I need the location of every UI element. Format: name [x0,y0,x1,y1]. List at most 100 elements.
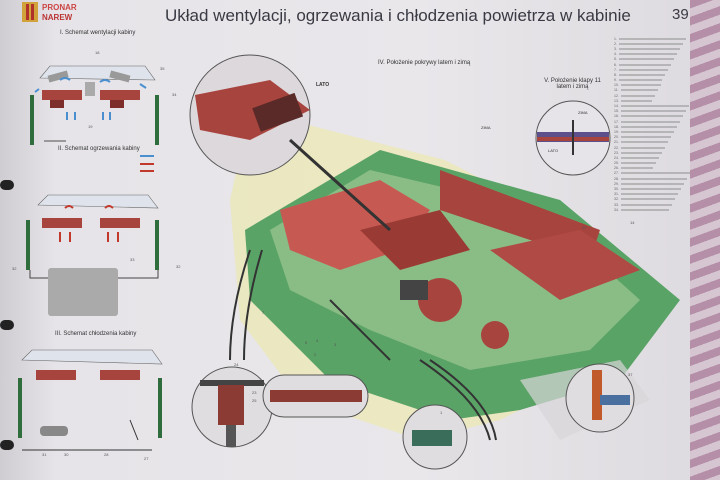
legend-item: 19. [614,129,694,134]
background-fabric [690,0,720,480]
callout-28: 28 [104,452,109,457]
legend-item: 28. [614,176,694,181]
legend-item: 1. [614,36,694,41]
legend-item: 29. [614,181,694,186]
legend-item: 22. [614,145,694,150]
legend-text-blur [620,110,686,113]
legend-text-blur [620,188,681,191]
legend-text-blur [620,182,684,185]
legend-number: 16. [614,114,619,119]
legend-number: 22. [614,145,619,150]
legend-item: 6. [614,62,694,67]
legend-item: 20. [614,135,694,140]
legend-number: 28. [614,176,619,181]
legend-item: 31. [614,192,694,197]
label-zima: ZIMA [481,125,491,130]
legend-text-blur [620,125,677,128]
callout-31: 31 [42,452,47,457]
legend-text-blur [620,105,689,108]
detail-circle-lato [189,54,392,232]
legend-number: 3. [614,46,617,51]
legend-number: 5. [614,57,617,62]
legend-number: 20. [614,135,619,140]
legend-number: 4. [614,52,617,57]
binder-ring [0,180,14,190]
legend-item: 34. [614,207,694,212]
legend-number: 27. [614,171,619,176]
legend-item: 21. [614,140,694,145]
legend-number: 34. [614,207,619,212]
callout-37: 37 [628,372,633,377]
ventilation-schematic [30,65,159,145]
detail-circle-tap [565,363,635,433]
callout-39: 39 [582,225,587,230]
legend-text-blur [620,177,687,180]
legend-number: 30. [614,187,619,192]
legend-item: 25. [614,161,694,166]
legend-number: 24. [614,155,619,160]
legend-text-blur [620,167,653,170]
legend-number: 15. [614,109,619,114]
label-lato: LATO [316,82,330,88]
legend-item: 10. [614,83,694,88]
callout-32b: 32 [176,264,181,269]
legend-number: 10. [614,83,619,88]
legend-text-blur [618,63,671,66]
legend-item: 11. [614,88,694,93]
section-title-heating: II. Schemat ogrzewania kabiny [58,146,140,152]
legend-number: 12. [614,93,619,98]
legend-item: 3. [614,46,694,51]
legend-text-blur [618,68,668,71]
legend-text-blur [618,53,677,56]
legend-text-blur [620,120,680,123]
binder-ring [0,440,14,450]
legend-number: 26. [614,166,619,171]
legend-item: 15. [614,109,694,114]
legend-text-blur [620,136,671,139]
logo-narew: NAREW [42,13,73,22]
legend-number: 14. [614,104,619,109]
detail-circle-klapa [535,100,611,176]
legend-item: 9. [614,78,694,83]
legend-text-blur [618,37,686,40]
legend-item: 7. [614,67,694,72]
legend-item: 23. [614,150,694,155]
legend-number: 7. [614,67,617,72]
page-title: Układ wentylacji, ogrzewania i chłodzeni… [165,6,631,25]
section-title-cooling: III. Schemat chłodzenia kabiny [55,331,137,337]
legend-number: 6. [614,62,617,67]
legend-item: 8. [614,72,694,77]
legend-text-blur [618,73,665,76]
legend-text-blur [620,94,655,97]
legend-number: 8. [614,72,617,77]
legend-number: 1. [614,36,617,41]
legend-number: 21. [614,140,619,145]
legend-number: 29. [614,181,619,186]
label-lato-flap: LATO [548,148,559,153]
logo-pronar: PRONAR [42,3,77,12]
legend-number: 23. [614,150,619,155]
page-number: 39 [672,6,689,23]
callout-7: 7 [262,310,265,315]
legend-item: 32. [614,197,694,202]
legend-text-blur [618,47,680,50]
callout-27: 27 [144,456,149,461]
callout-19: 19 [88,124,93,129]
cooling-schematic [18,349,163,451]
binder-ring [0,320,14,330]
callout-4: 4 [316,338,319,343]
section-title-flap-position: V. Położenie klapy 11 latem i zimą [544,78,601,90]
legend-text-blur [620,156,659,159]
callout-1: 1 [440,410,443,415]
legend-item: 14. [614,103,694,108]
legend-item: 33. [614,202,694,207]
legend-item: 13. [614,98,694,103]
legend-number: 19. [614,129,619,134]
callout-34: 34 [172,92,177,97]
callout-33: 33 [130,257,135,262]
section-title-cover-position: IV. Położenie pokrywy latem i zimą [378,60,471,66]
legend-number: 2. [614,41,617,46]
legend-number: 25. [614,161,619,166]
legend-text-blur [620,193,678,196]
legend-number: 33. [614,202,619,207]
